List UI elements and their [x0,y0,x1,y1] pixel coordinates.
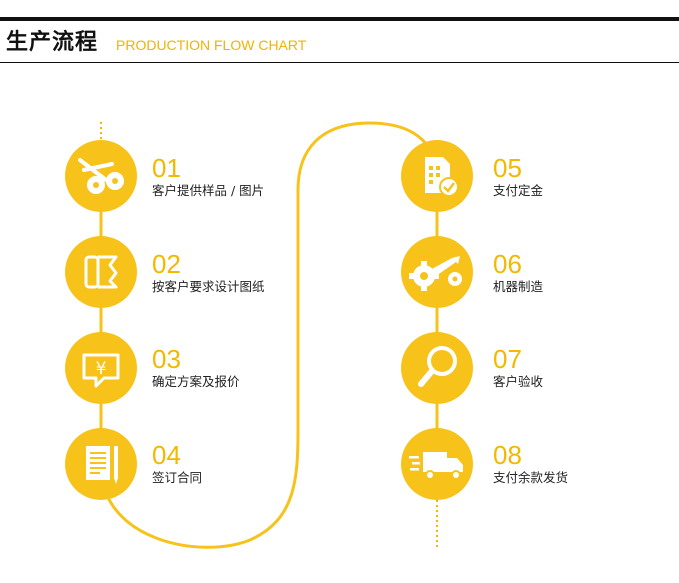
step-label: 支付余款发货 [493,470,569,485]
header-bottom-rule [0,62,679,63]
step-05: 05 支付定金 [493,154,663,199]
page-subtitle: PRODUCTION FLOW CHART [116,37,307,53]
header-top-rule [0,17,679,21]
step-label: 机器制造 [493,279,544,294]
step-circle-03 [65,332,137,404]
scissors-icon [78,158,124,194]
step-circle-02 [65,236,137,308]
step-label: 支付定金 [493,183,544,198]
step-label: 按客户要求设计图纸 [152,279,265,294]
gears-wrench-icon [409,256,462,291]
step-04: 04 签订合同 [152,441,322,486]
step-label: 客户提供样品 / 图片 [152,183,265,198]
step-number: 01 [152,153,181,183]
step-label: 确定方案及报价 [152,374,240,389]
step-label: 签订合同 [152,470,203,485]
step-number: 06 [493,249,522,279]
step-08: 08 支付余款发货 [493,441,663,486]
magnifier-icon [418,346,457,387]
step-number: 04 [152,440,181,470]
step-label: 客户验收 [493,374,544,389]
step-02: 02 按客户要求设计图纸 [152,250,322,295]
step-number: 07 [493,344,522,374]
page-title: 生产流程 [6,29,99,55]
step-number: 02 [152,249,181,279]
yen-price-icon: ¥ [82,353,120,388]
step-number: 08 [493,440,522,470]
step-number: 05 [493,153,522,183]
step-number: 03 [152,344,181,374]
flow-path [99,121,439,549]
step-07: 07 客户验收 [493,345,663,390]
calculator-icon [425,157,459,197]
svg-text:¥: ¥ [96,359,107,379]
contract-icon [86,446,118,484]
step-circle-07 [401,332,473,404]
delivery-truck-icon [409,452,463,480]
step-03: 03 确定方案及报价 [152,345,322,390]
step-06: 06 机器制造 [493,250,663,295]
step-01: 01 客户提供样品 / 图片 [152,154,322,199]
blueprint-icon [84,255,118,289]
